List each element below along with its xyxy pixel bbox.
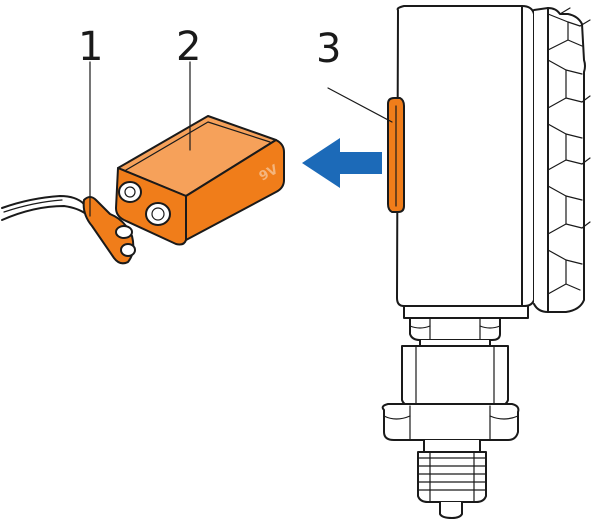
pressure-fitting <box>381 317 520 519</box>
device-housing <box>396 5 591 319</box>
battery-clip <box>1 195 136 265</box>
battery-compartment-cover <box>387 97 405 213</box>
callout-1: 1 <box>78 24 103 70</box>
callout-3: 3 <box>316 26 341 72</box>
battery-terminal-snap <box>118 181 142 203</box>
insert-arrow <box>302 138 382 188</box>
leader-lines <box>89 61 393 217</box>
battery-9v: 9V <box>115 115 285 246</box>
callout-2: 2 <box>176 24 201 70</box>
battery-terminal-hex <box>145 202 171 226</box>
